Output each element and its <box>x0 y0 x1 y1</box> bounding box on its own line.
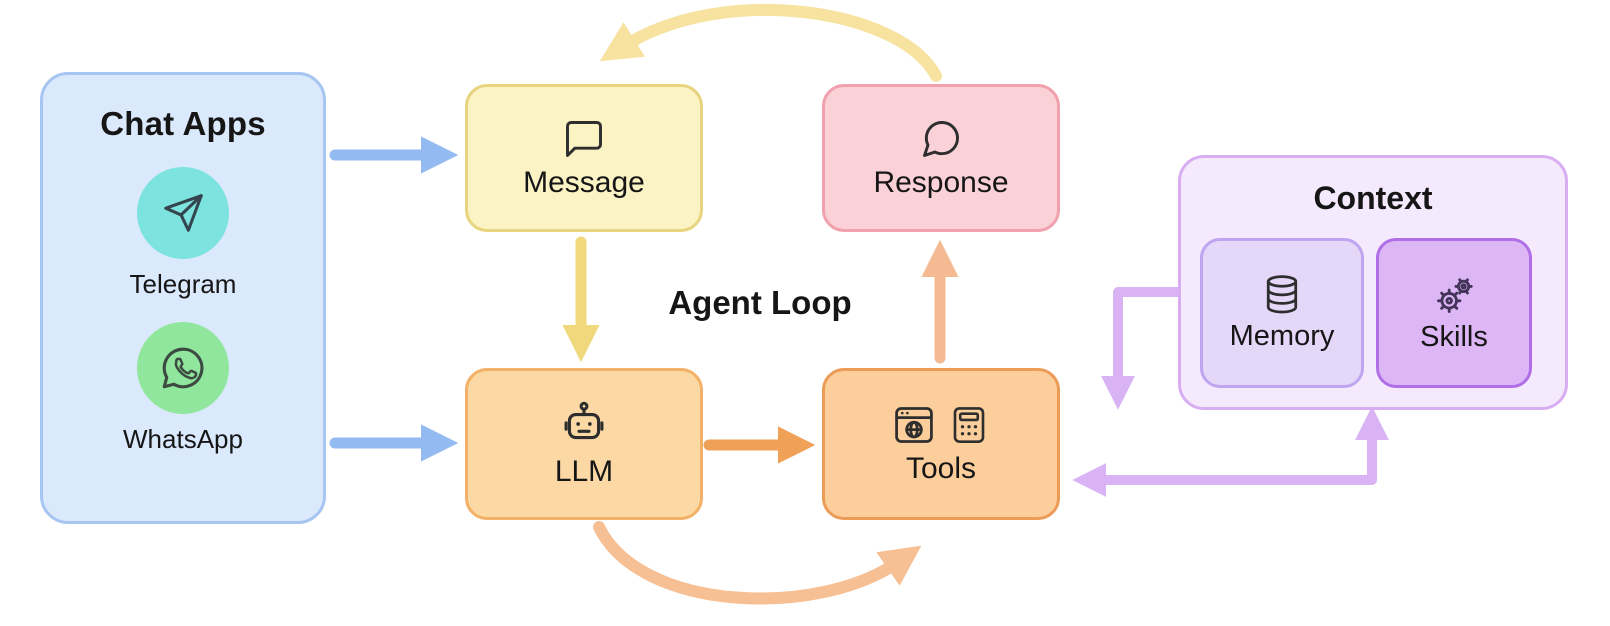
robot-icon <box>559 400 609 450</box>
message-label: Message <box>523 165 645 199</box>
llm-node: LLM <box>465 368 703 520</box>
response-label: Response <box>873 165 1009 199</box>
chat-item-telegram: Telegram <box>129 143 237 300</box>
skills-label: Skills <box>1420 321 1488 353</box>
response-node: Response <box>822 84 1060 232</box>
browser-globe-icon <box>892 403 936 447</box>
memory-node: Memory <box>1200 238 1364 388</box>
whatsapp-icon <box>136 322 229 414</box>
memory-label: Memory <box>1229 320 1335 352</box>
message-node: Message <box>465 84 703 232</box>
chat-apps-panel: Chat Apps Telegram WhatsApp <box>40 72 326 524</box>
tools-icons <box>892 403 990 447</box>
message-square-bubble-icon <box>562 117 606 161</box>
tools-label: Tools <box>905 451 977 485</box>
whatsapp-label: WhatsApp <box>123 424 243 454</box>
arrow-response-to-message-loop <box>599 3 942 82</box>
llm-label: LLM <box>554 454 614 488</box>
agent-loop-title: Agent Loop <box>668 284 852 321</box>
database-icon <box>1260 273 1304 317</box>
chat-item-whatsapp: WhatsApp <box>123 300 243 455</box>
telegram-icon <box>137 167 229 259</box>
skills-node: Skills <box>1376 238 1532 388</box>
arrow-tools-context-bidirectional <box>1072 406 1390 498</box>
message-round-bubble-icon <box>919 117 963 161</box>
context-title: Context <box>1313 180 1433 216</box>
telegram-label: Telegram <box>129 269 237 299</box>
tools-node: Tools <box>822 368 1060 520</box>
arrow-llm-to-tools-loop <box>593 521 922 605</box>
calculator-icon <box>948 404 990 446</box>
gears-icon <box>1431 272 1477 318</box>
arrow-context-to-tools <box>1100 287 1185 410</box>
chat-apps-title: Chat Apps <box>100 105 266 142</box>
